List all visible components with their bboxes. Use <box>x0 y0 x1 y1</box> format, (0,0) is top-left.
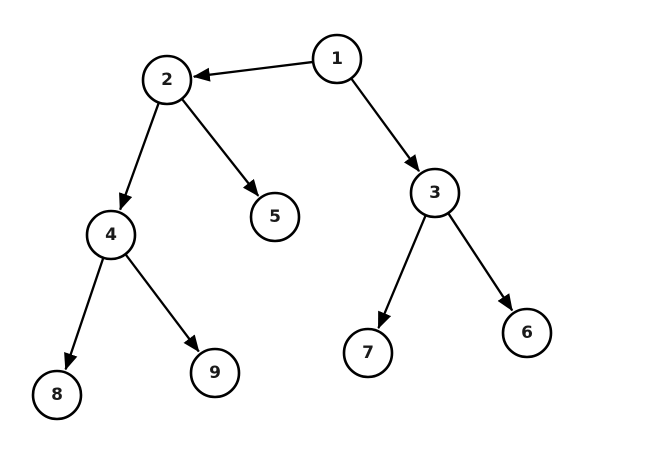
edge-2-to-4 <box>119 102 160 211</box>
node-label-2: 2 <box>161 70 173 90</box>
node-label-4: 4 <box>105 225 117 245</box>
edge-3-to-6 <box>447 212 514 312</box>
node-3: 3 <box>409 167 461 219</box>
node-label-9: 9 <box>209 363 221 383</box>
node-8: 8 <box>31 369 83 421</box>
edge-4-to-8 <box>64 257 105 371</box>
node-label-5: 5 <box>269 207 281 227</box>
node-circle-4 <box>85 209 137 261</box>
node-circle-2 <box>141 54 193 106</box>
edge-1-to-2 <box>192 60 314 82</box>
node-label-7: 7 <box>362 343 374 363</box>
node-label-3: 3 <box>429 183 441 203</box>
node-circle-3 <box>409 167 461 219</box>
node-circle-6 <box>501 307 553 359</box>
node-circle-8 <box>31 369 83 421</box>
node-9: 9 <box>189 347 241 399</box>
node-4: 4 <box>85 209 137 261</box>
edge-3-to-7 <box>377 214 427 330</box>
edge-2-to-5 <box>180 98 260 197</box>
node-label-8: 8 <box>51 385 63 405</box>
node-6: 6 <box>501 307 553 359</box>
node-circle-5 <box>249 191 301 243</box>
node-circle-7 <box>342 327 394 379</box>
node-7: 7 <box>342 327 394 379</box>
node-label-1: 1 <box>331 49 343 69</box>
edge-4-to-9 <box>124 253 200 353</box>
node-5: 5 <box>249 191 301 243</box>
node-2: 2 <box>141 54 193 106</box>
edge-1-to-3 <box>350 77 420 173</box>
node-circle-9 <box>189 347 241 399</box>
node-label-6: 6 <box>521 323 533 343</box>
node-1: 1 <box>311 33 363 85</box>
node-circle-1 <box>311 33 363 85</box>
